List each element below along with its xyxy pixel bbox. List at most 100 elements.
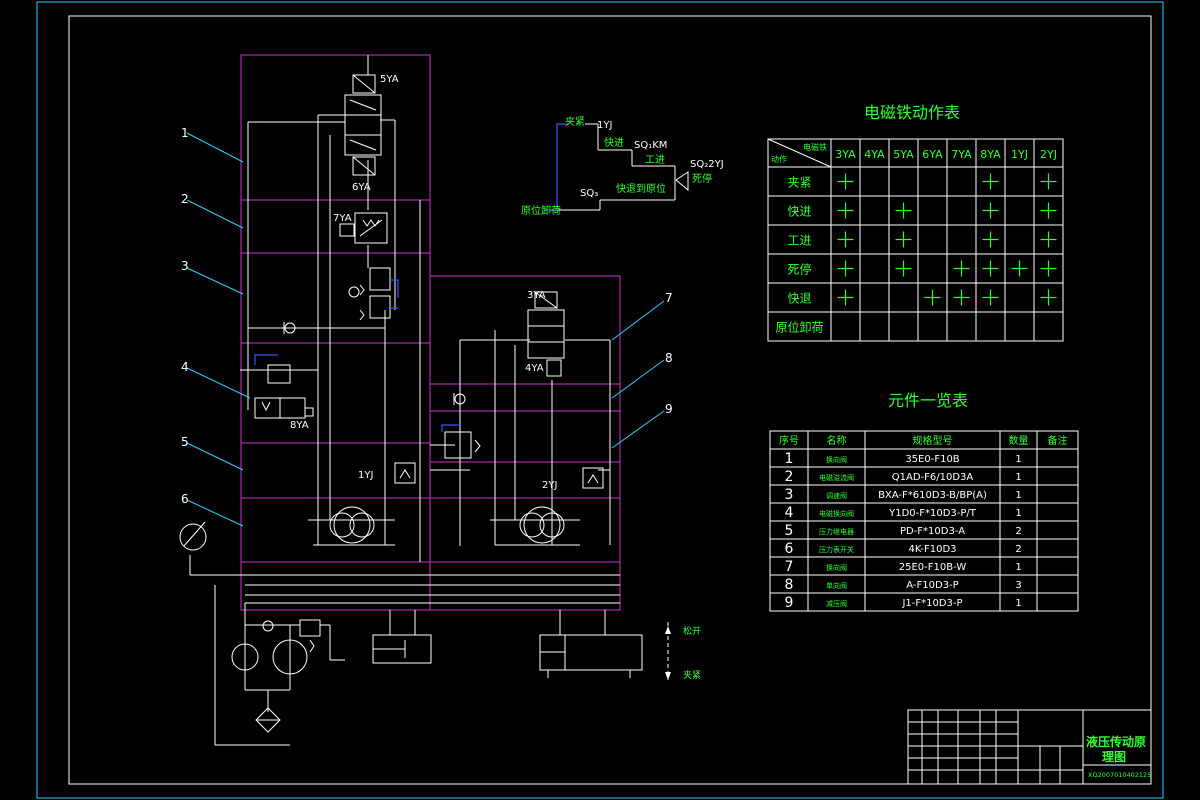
- sequence-diagram: 夹紧 1YJ 快进 SQ₁KM 工进 SQ₂2YJ 死停 SQ₃ 快退到原位 原…: [521, 115, 724, 217]
- label-loosen: 松开: [683, 625, 701, 637]
- table2-cell-name: 换向阀: [826, 455, 847, 464]
- table2-cell-model: Q1AD-F6/10D3A: [892, 472, 974, 483]
- table2-cell-model: A-F10D3-P: [906, 580, 958, 591]
- seq-fast: 快进: [604, 137, 624, 149]
- table1-plus-mark: [982, 289, 999, 306]
- table2-cell-name: 单向阀: [826, 581, 847, 590]
- drawing-number: XQ2007010402125: [1088, 771, 1151, 779]
- table2-cell-name: 压力继电器: [819, 527, 854, 536]
- check-valve-3: [283, 322, 296, 334]
- table1-header: 6YA: [922, 148, 943, 161]
- table1-plus-mark: [895, 202, 912, 219]
- table2-header: 规格型号: [913, 434, 953, 447]
- callout-7: 7: [665, 291, 673, 305]
- table2-cell-no: 2: [785, 469, 794, 485]
- table2-cell-qty: 1: [1015, 472, 1021, 483]
- table2-cell-model: Y1D0-F*10D3-P/T: [888, 508, 977, 519]
- table1-row-label: 快进: [787, 205, 811, 219]
- table1-row-label: 工进: [787, 234, 811, 248]
- manifold-blocks: [240, 54, 621, 611]
- table2-cell-qty: 1: [1015, 454, 1021, 465]
- table2-cell-no: 8: [785, 577, 794, 593]
- seq-dead-stop: 死停: [692, 172, 712, 185]
- table1-plus-mark: [1011, 260, 1028, 277]
- label-7ya: 7YA: [333, 213, 352, 224]
- hydraulic-lines: [189, 55, 620, 746]
- label-4ya: 4YA: [525, 363, 544, 374]
- table2-header: 序号: [779, 434, 799, 447]
- table1-plus-mark: [953, 289, 970, 306]
- table1-header: 5YA: [893, 148, 914, 161]
- table1-plus-mark: [1040, 231, 1057, 248]
- label-1yj: 1YJ: [358, 470, 373, 481]
- table1-plus-mark: [1040, 202, 1057, 219]
- table2-cell-name: 压力表开关: [819, 545, 854, 554]
- leader-lines: [186, 132, 665, 527]
- table2-cell-qty: 1: [1015, 508, 1021, 519]
- seq-sq2yj: SQ₂2YJ: [690, 159, 724, 170]
- table1-header: 2YJ: [1040, 148, 1057, 161]
- table1-plus-mark: [982, 173, 999, 190]
- table1-plus-mark: [982, 202, 999, 219]
- table1-corner-bottom: 动作: [771, 154, 787, 164]
- seq-work: 工进: [645, 154, 665, 166]
- table2-cell-name: 电磁溢流阀: [819, 473, 854, 482]
- table2-cell-qty: 1: [1015, 598, 1021, 609]
- table1-header: 4YA: [864, 148, 885, 161]
- table2-cell-no: 3: [785, 487, 794, 503]
- table2-cell-no: 5: [785, 523, 794, 539]
- title-line1: 液压传动原: [1086, 734, 1146, 749]
- table2-cell-qty: 2: [1015, 526, 1021, 537]
- callout-2: 2: [181, 192, 189, 206]
- callout-3: 3: [181, 259, 189, 273]
- table2-cell-model: 25E0-F10B-W: [899, 562, 967, 573]
- table2-header: 数量: [1009, 434, 1029, 447]
- pump-station: [231, 619, 321, 733]
- table1-header: 3YA: [835, 148, 856, 161]
- seq-sqkm: SQ₁KM: [634, 140, 667, 151]
- check-and-speed-valves: [348, 267, 391, 321]
- feed-cylinder: [539, 634, 643, 678]
- label-clamp: 夹紧: [683, 669, 701, 681]
- table2-cell-name: 换向阀: [826, 563, 847, 572]
- table1-plus-mark: [982, 231, 999, 248]
- callout-6: 6: [181, 492, 189, 506]
- table1-plus-mark: [837, 173, 854, 190]
- seq-1yj: 1YJ: [597, 120, 612, 131]
- table2-cell-model: PD-F*10D3-A: [900, 526, 965, 537]
- table2-cell-name: 减压阀: [826, 599, 847, 608]
- table2-cell-qty: 3: [1015, 580, 1021, 591]
- table1-row-label: 快退: [787, 292, 811, 306]
- table1-plus-mark: [924, 289, 941, 306]
- table1-title: 电磁铁动作表: [864, 103, 960, 122]
- table1-header: 8YA: [980, 148, 1001, 161]
- callout-4: 4: [181, 360, 189, 374]
- callout-numbers: 1 2 3 4 5 6 7 8 9: [181, 126, 673, 506]
- table2-cell-model: BXA-F*610D3-B/BP(A): [878, 490, 987, 501]
- label-3ya: 3YA: [527, 290, 546, 301]
- table2-cell-name: 调速阀: [826, 491, 847, 500]
- table1-corner-top: 电磁铁: [803, 142, 827, 152]
- table2-header: 名称: [827, 434, 847, 447]
- table1-plus-mark: [953, 260, 970, 277]
- label-8ya: 8YA: [290, 420, 309, 431]
- seq-origin-unload: 原位卸荷: [521, 204, 561, 217]
- table2-header: 备注: [1048, 434, 1068, 447]
- table1-plus-mark: [837, 202, 854, 219]
- table1-row-label: 死停: [787, 262, 811, 277]
- table1-plus-mark: [895, 260, 912, 277]
- callout-9: 9: [665, 402, 673, 416]
- table2-cell-no: 4: [785, 505, 794, 521]
- table2-cell-qty: 1: [1015, 562, 1021, 573]
- table2-cell-no: 7: [785, 559, 794, 575]
- cylinder-direction-labels: 松开 夹紧: [665, 625, 701, 681]
- callout-8: 8: [665, 351, 673, 365]
- solenoid-directional-valve-8ya: [254, 364, 314, 419]
- table2-cell-model: 4K-F10D3: [908, 544, 956, 555]
- table2-cell-model: J1-F*10D3-P: [901, 598, 962, 609]
- directional-valve-5ya-6ya: [344, 74, 382, 176]
- table1-header: 1YJ: [1011, 148, 1028, 161]
- table2-cell-no: 6: [785, 541, 794, 557]
